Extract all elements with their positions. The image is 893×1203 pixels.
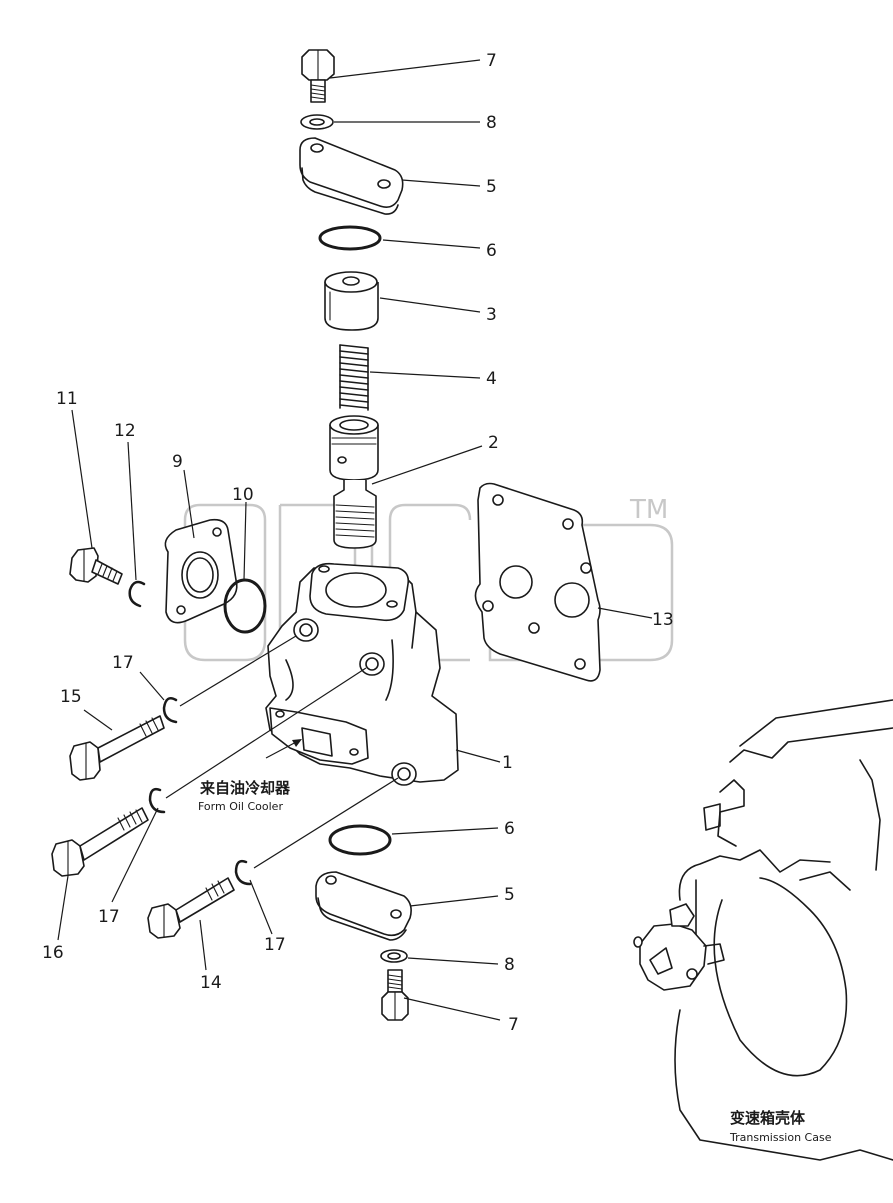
part-6-bottom-oring	[328, 824, 392, 856]
callout-labels: 7 8 5 6 3 4 2 13 11 12 9 10 17 15 1 6 5 …	[42, 51, 674, 1035]
part-8-bottom-washer	[380, 949, 408, 963]
transmission-case-label-en: Transmission Case	[729, 1131, 832, 1144]
callout-17-lower: 17	[264, 935, 286, 955]
part-5-top-cover	[299, 137, 404, 215]
part-17-washer-middle	[148, 787, 166, 814]
part-9-flange	[164, 518, 238, 624]
callout-6-top: 6	[486, 241, 497, 261]
callout-8-bottom: 8	[504, 955, 515, 975]
part-4-spring	[339, 344, 369, 411]
watermark-tm: TM	[629, 495, 668, 525]
part-11-side-bolt	[69, 547, 123, 585]
part-1-valve-body	[265, 562, 459, 786]
callout-15: 15	[60, 687, 82, 707]
part-3-cap	[324, 271, 379, 331]
part-7-bottom-bolt	[381, 969, 409, 1021]
callout-17-upper: 17	[112, 653, 134, 673]
callout-13: 13	[652, 610, 674, 630]
part-17-washer-upper	[162, 697, 178, 724]
callout-5-bottom: 5	[504, 885, 515, 905]
part-5-bottom-cover	[315, 871, 412, 941]
callout-5-top: 5	[486, 177, 497, 197]
part-6-top-oring	[318, 225, 382, 251]
callout-11: 11	[56, 389, 78, 409]
part-10-oring	[223, 578, 267, 634]
callout-16: 16	[42, 943, 64, 963]
callout-8-top: 8	[486, 113, 497, 133]
callout-14: 14	[200, 973, 222, 993]
transmission-case-label-cn: 变速箱壳体	[730, 1109, 806, 1127]
part-15-bolt	[69, 715, 165, 781]
callout-12: 12	[114, 421, 136, 441]
oil-inlet-arrow	[265, 739, 302, 759]
oil-cooler-label-en: Form Oil Cooler	[198, 800, 283, 813]
callout-9: 9	[172, 452, 183, 472]
part-14-bolt	[147, 877, 235, 939]
part-8-top-washer	[300, 114, 334, 130]
part-17-washer-lower	[234, 859, 252, 886]
part-13-gasket	[474, 482, 601, 682]
callout-2: 2	[488, 433, 499, 453]
oil-cooler-label-cn: 来自油冷却器	[199, 779, 291, 797]
part-12-washer	[128, 580, 146, 608]
callout-3: 3	[486, 305, 497, 325]
callout-10: 10	[232, 485, 254, 505]
transmission-case-drawing	[633, 699, 893, 1161]
callout-17-middle: 17	[98, 907, 120, 927]
callout-4: 4	[486, 369, 497, 389]
part-7-top-bolt	[301, 49, 335, 103]
callout-7-top: 7	[486, 51, 497, 71]
part-2-valve-spool	[329, 415, 379, 549]
part-16-bolt	[51, 807, 149, 877]
callout-1: 1	[502, 753, 513, 773]
callout-7-bottom: 7	[508, 1015, 519, 1035]
callout-6-bottom: 6	[504, 819, 515, 839]
